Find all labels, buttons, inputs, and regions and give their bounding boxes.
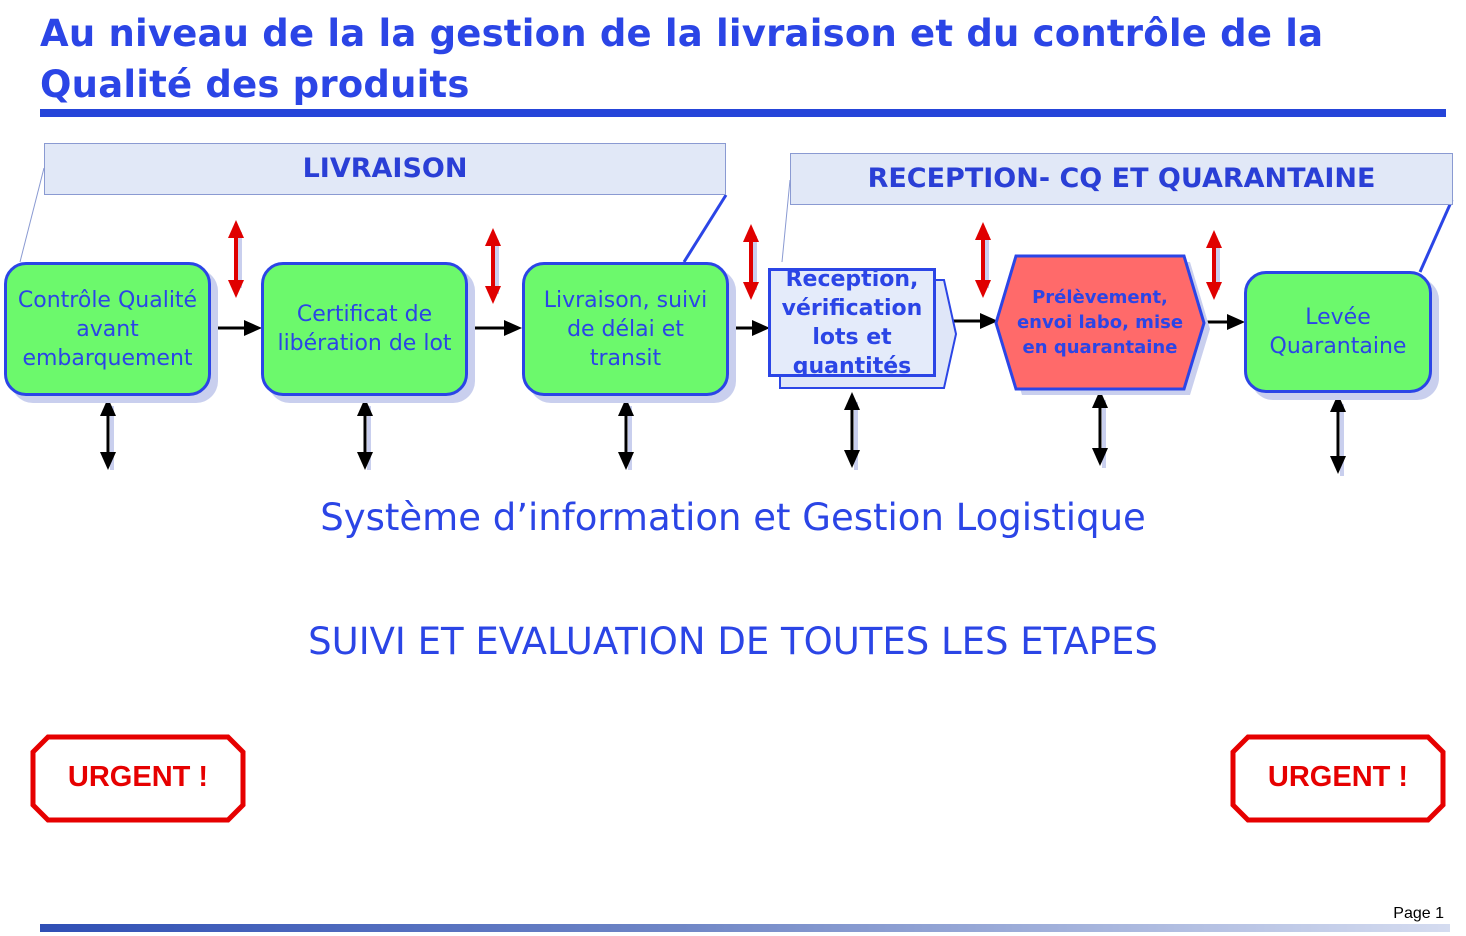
step-label: Contrôle Qualité avant embarquement [17,287,198,371]
step-controle-qualite: Contrôle Qualité avant embarquement [4,262,211,396]
step-livraison-suivi: Livraison, suivi de délai et transit [522,262,729,396]
step-prelevement-label: Prélèvement, envoi labo, mise en quarant… [1016,287,1184,358]
banner-livraison: LIVRAISON [44,143,726,195]
black-double-arrow-3 [618,398,634,470]
reception-left-connector [781,179,791,263]
step-levee-quarantaine: Levée Quarantaine [1244,271,1432,393]
followup-label: SUIVI ET EVALUATION DE TOUTES LES ETAPES [308,620,1158,663]
red-double-arrow-2 [485,228,501,304]
title-underline [40,109,1446,117]
black-double-arrow-5 [1092,390,1108,468]
flow-arrow-2 [467,320,522,336]
prelevement-hexagon [994,254,1210,395]
black-double-arrow-6 [1330,394,1346,476]
footer-rule [40,924,1450,932]
step-label: Certificat de libération de lot [277,302,452,356]
banner-reception-label: RECEPTION- CQ ET QUARANTAINE [867,163,1376,194]
black-double-arrow-1 [100,398,116,470]
page-number: Page 1 [1393,905,1444,922]
step-label: Levée Quarantaine [1269,305,1407,359]
livraison-left-connector [19,167,45,263]
urgent-left-label: URGENT ! [67,761,209,793]
red-double-arrow-5 [1206,230,1222,300]
urgent-right-octagon [1230,734,1446,823]
step-label: Livraison, suivi de délai et transit [543,287,708,371]
red-double-arrow-3 [743,224,759,300]
banner-livraison-label: LIVRAISON [302,153,468,184]
red-double-arrow-1 [228,220,244,298]
step-reception: Reception, vérification lots et quantité… [768,268,936,377]
urgent-left-octagon [30,734,246,823]
step-certificat: Certificat de libération de lot [261,262,468,396]
reception-right-connector [1418,199,1454,273]
black-double-arrow-2 [357,398,373,470]
step-label: Reception, vérification lots et quantité… [781,268,923,377]
banner-reception: RECEPTION- CQ ET QUARANTAINE [790,153,1453,205]
black-double-arrow-4 [844,392,860,470]
system-label: Système d’information et Gestion Logisti… [320,496,1146,539]
page-title: Au niveau de la la gestion de la livrais… [40,12,1324,106]
flow-arrow-1 [210,320,262,336]
livraison-right-connector [682,194,728,263]
flow-arrow-3 [729,320,770,336]
urgent-right-label: URGENT ! [1267,761,1409,793]
red-double-arrow-4 [975,222,991,298]
